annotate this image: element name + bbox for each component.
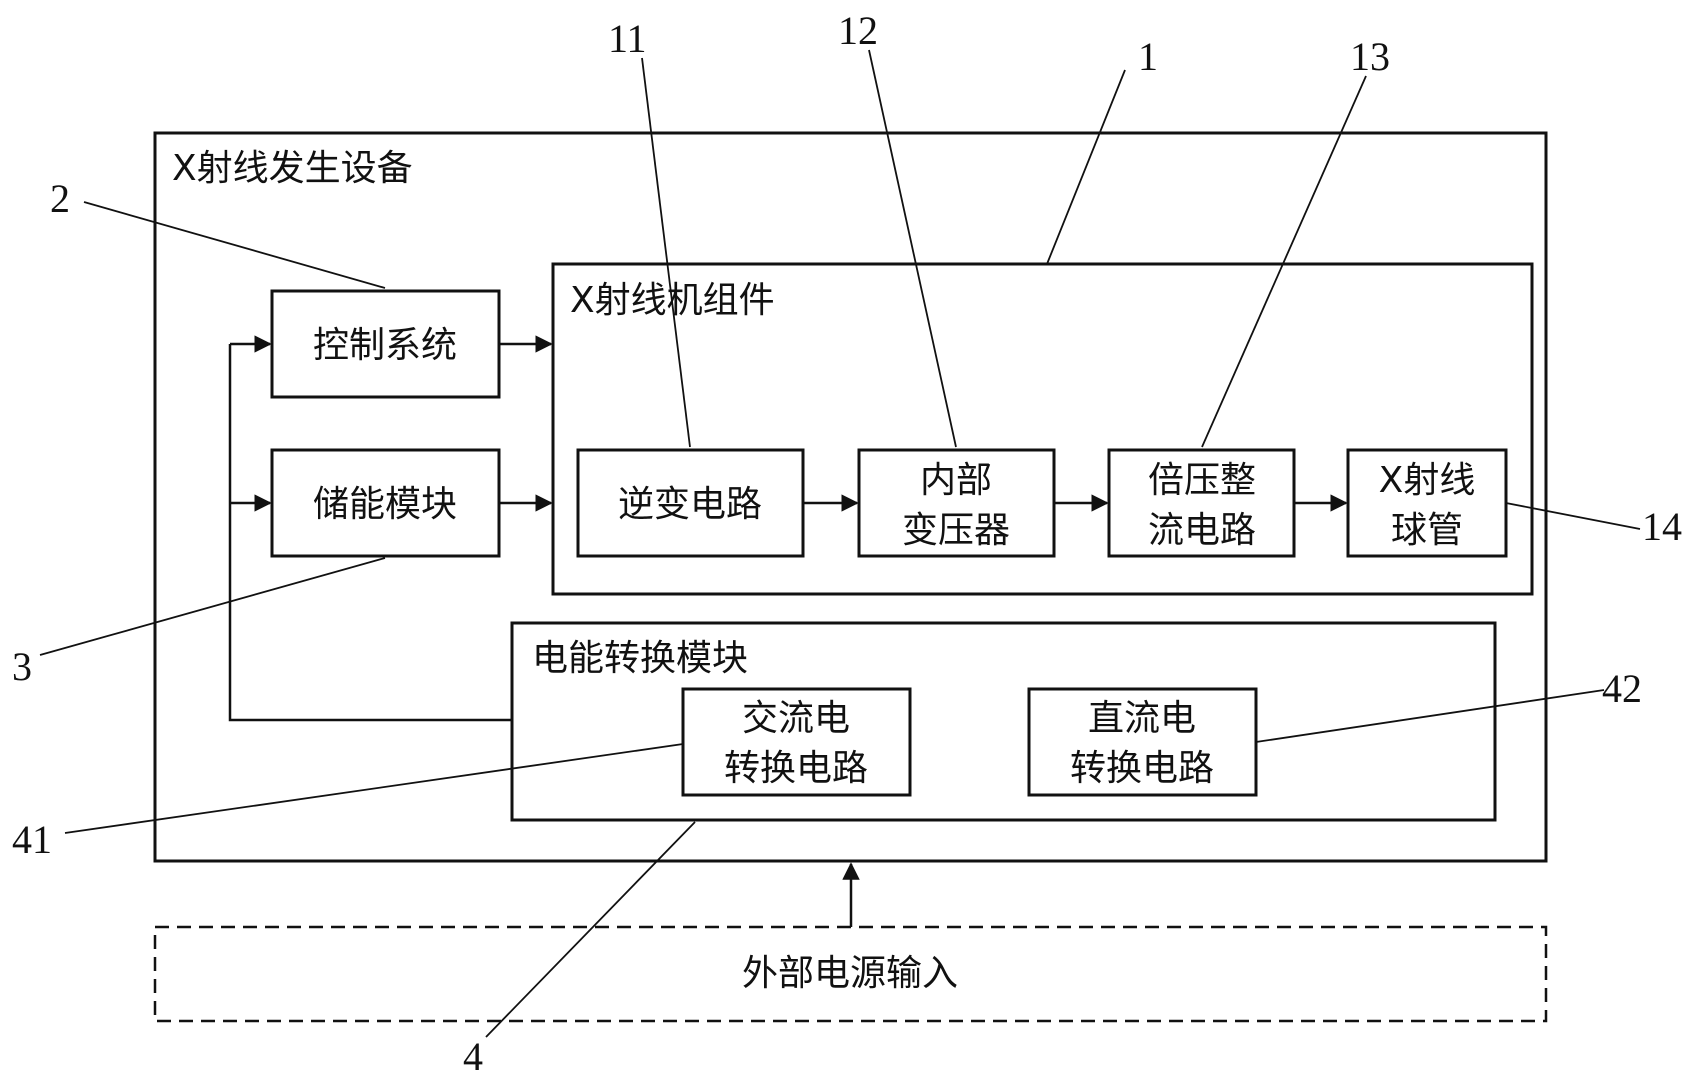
leader-2 <box>83 201 386 289</box>
dc-circuit-line2: 转换电路 <box>1070 748 1214 789</box>
ref-41: 41 <box>12 817 52 862</box>
leader-12 <box>868 49 957 448</box>
leader-11 <box>641 57 691 448</box>
external-power-label: 外部电源输入 <box>742 953 958 994</box>
ref-11: 11 <box>608 16 647 61</box>
ref-3: 3 <box>12 644 32 689</box>
leader-3 <box>39 557 386 656</box>
ref-4: 4 <box>463 1034 483 1079</box>
voltage-rectifier-line2: 流电路 <box>1148 510 1256 551</box>
leader-41 <box>64 743 684 834</box>
control-system-label: 控制系统 <box>313 325 457 366</box>
ac-circuit-line2: 转换电路 <box>724 748 868 789</box>
ref-14: 14 <box>1642 504 1682 549</box>
voltage-rectifier-line1: 倍压整 <box>1148 460 1256 501</box>
leader-42 <box>1255 689 1605 743</box>
xray-assembly-box <box>551 262 1534 596</box>
power-conversion-box <box>510 621 1497 822</box>
ac-circuit-line1: 交流电 <box>742 698 850 739</box>
dc-circuit-line1: 直流电 <box>1088 698 1196 739</box>
leader-1 <box>1046 69 1126 265</box>
ac-circuit-box <box>681 687 912 797</box>
energy-storage-label: 储能模块 <box>313 484 457 525</box>
xray-tube-line2: 球管 <box>1391 510 1463 551</box>
outer-device-title: X射线发生设备 <box>172 148 413 189</box>
power-conversion-title: 电能转换模块 <box>532 638 748 679</box>
ref-2: 2 <box>50 176 70 221</box>
leader-13 <box>1201 75 1367 448</box>
internal-transformer-line1: 内部 <box>920 460 992 501</box>
power-feed-line <box>228 344 512 722</box>
internal-transformer-line2: 变压器 <box>902 510 1010 551</box>
leader-4 <box>485 821 696 1038</box>
inverter-label: 逆变电路 <box>618 484 762 525</box>
leader-14 <box>1505 502 1641 530</box>
outer-device-box <box>153 131 1548 863</box>
ref-1: 1 <box>1138 34 1158 79</box>
xray-tube-line1: X射线 <box>1379 460 1476 501</box>
ref-13: 13 <box>1350 34 1390 79</box>
ref-12: 12 <box>838 8 878 53</box>
ref-42: 42 <box>1602 666 1642 711</box>
